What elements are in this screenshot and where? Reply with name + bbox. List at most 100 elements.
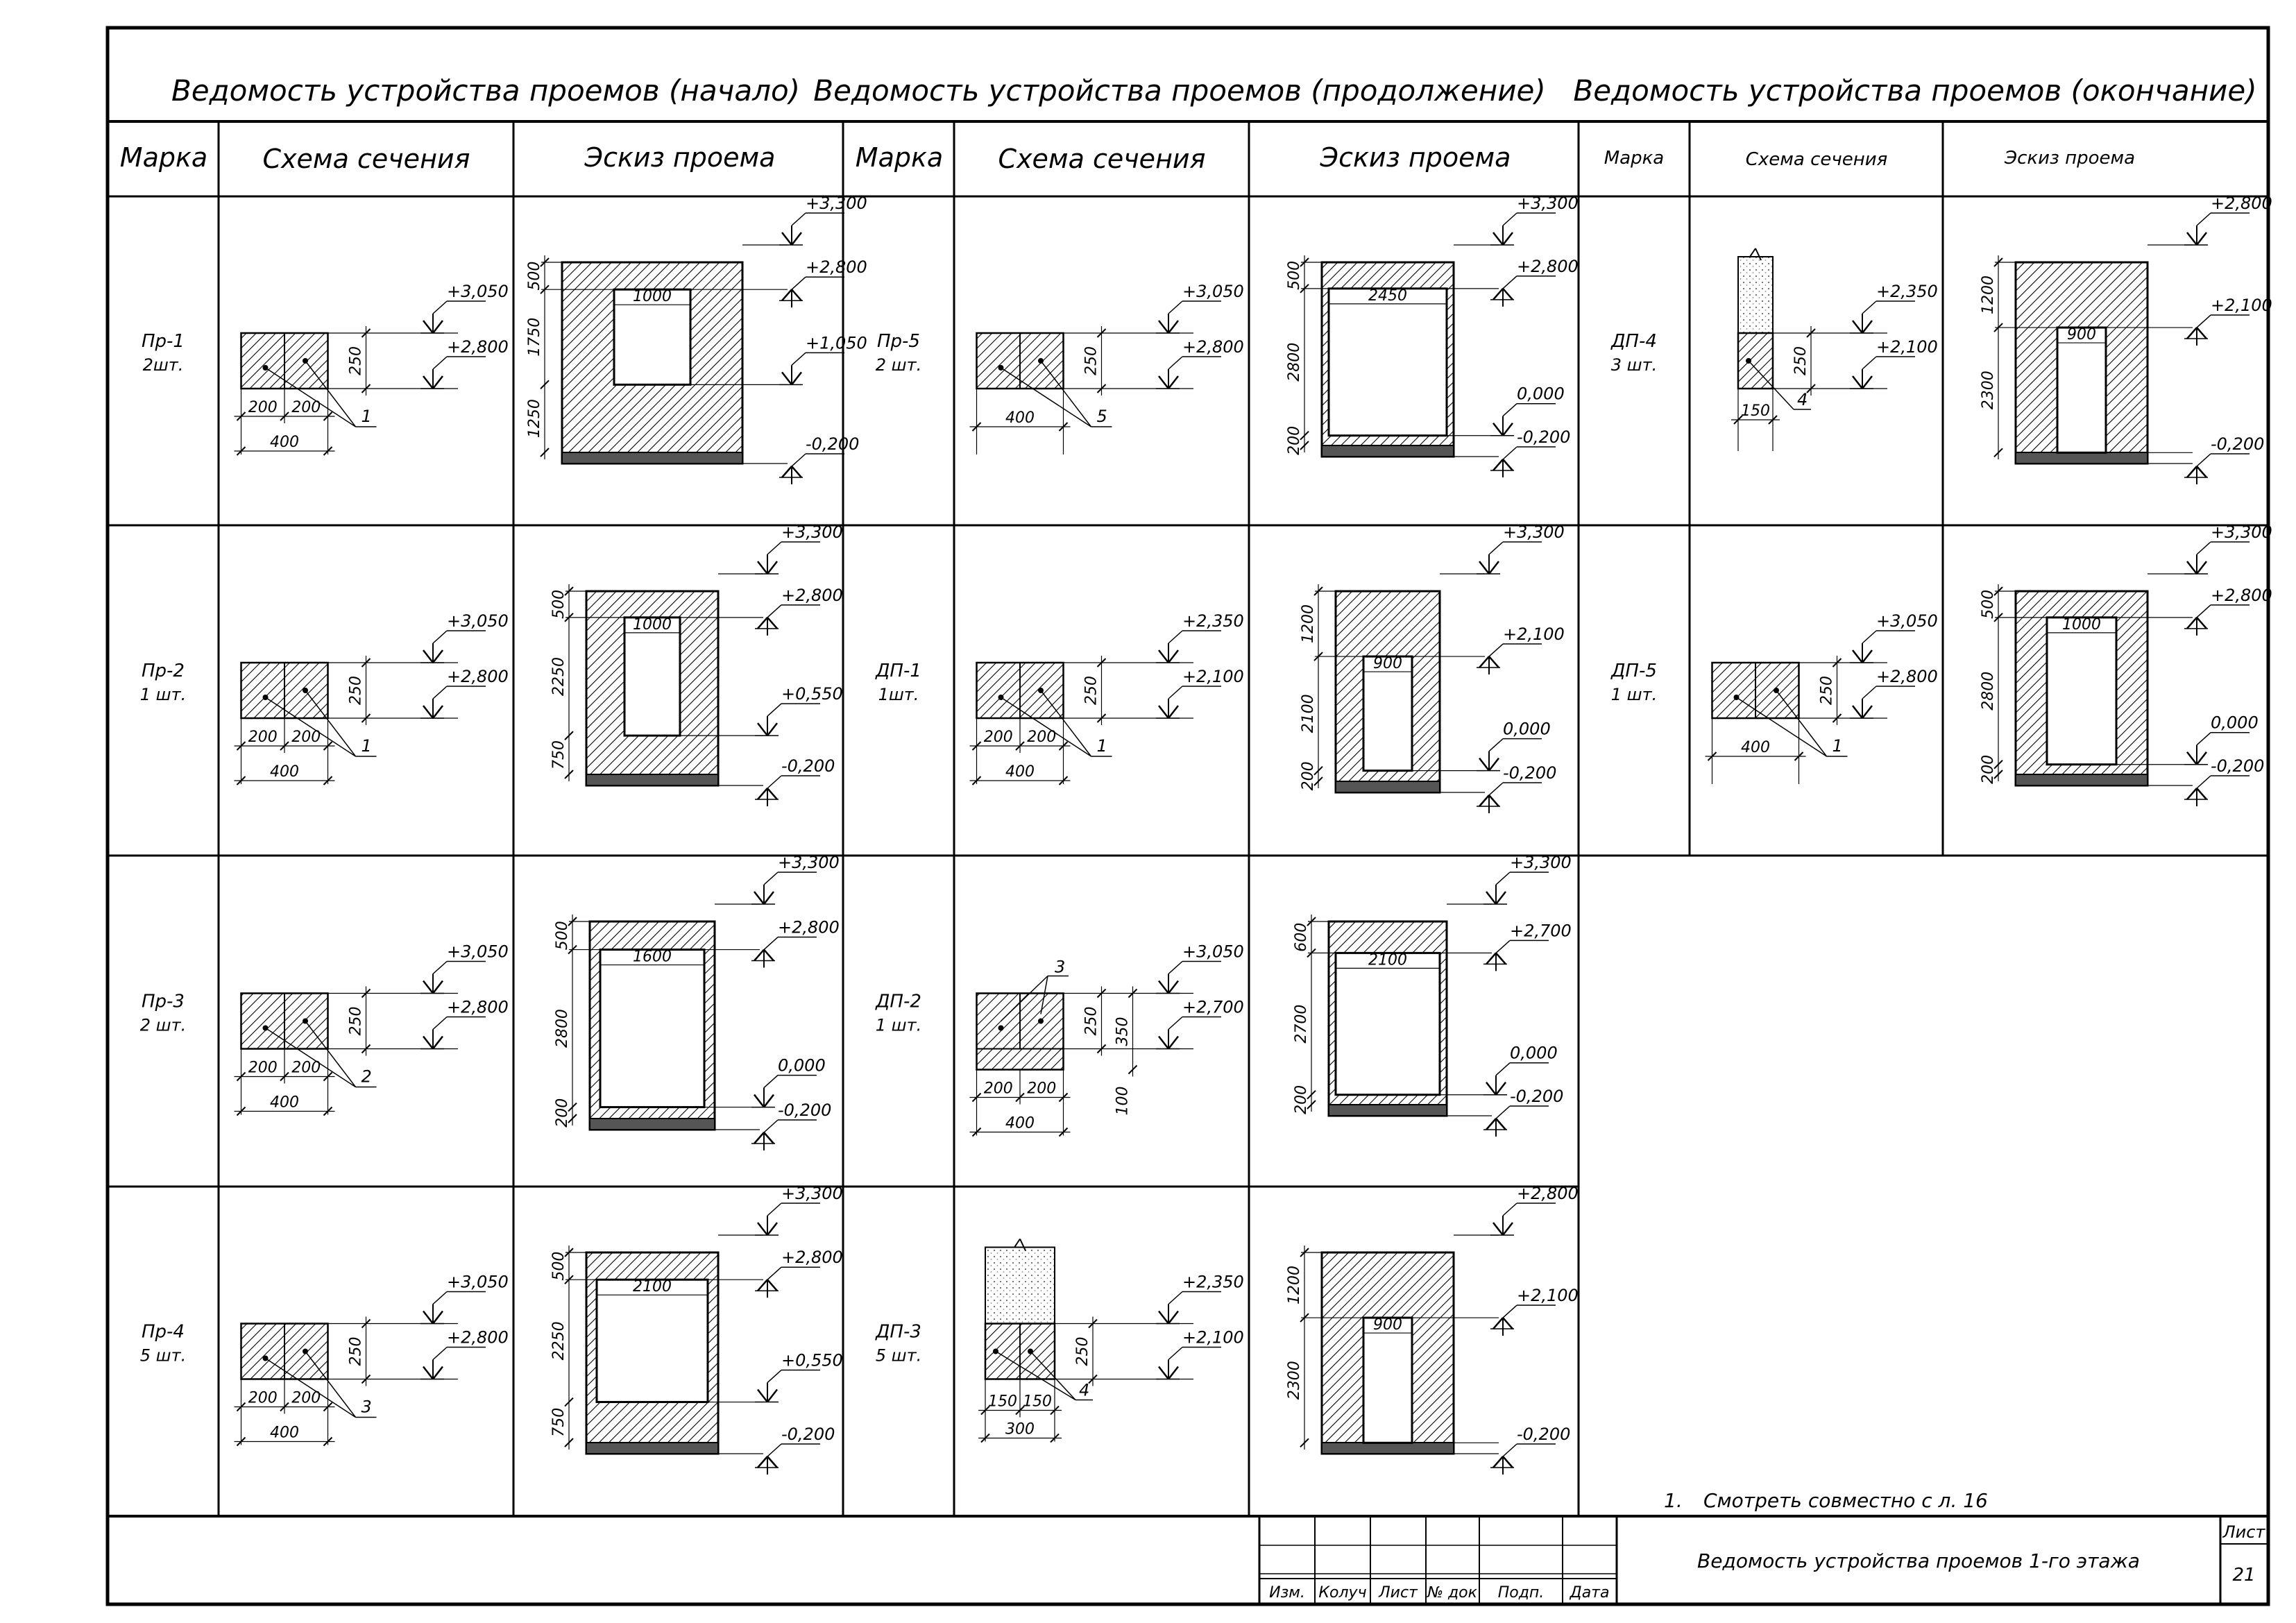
dim-tick (564, 1438, 574, 1447)
break-mark (1755, 248, 1762, 261)
section-levels: 250+2,350+2,100 (1063, 611, 1244, 725)
row-mark: Пр-1 (142, 331, 185, 352)
level-value: +3,050 (447, 1273, 509, 1292)
dim-tick (1993, 760, 2003, 770)
level-value: +2,100 (1182, 1328, 1244, 1348)
dim-tick (971, 422, 982, 432)
level-arrow (1479, 656, 1490, 668)
level-arrow (757, 1222, 768, 1236)
leader-number: 1 (362, 736, 372, 756)
level-arrow (432, 980, 443, 994)
dim-value: 150 (1741, 402, 1770, 420)
dim-tick (971, 1127, 982, 1137)
dim-tick (1832, 658, 1842, 668)
level-mark: -0,200 (1477, 763, 1556, 813)
level-arrow (1168, 375, 1179, 389)
level-arrow (757, 1279, 768, 1292)
level-arrow (423, 1035, 434, 1050)
dim-tick (236, 411, 246, 421)
dim-value: 500 (526, 262, 543, 291)
header-section-2: Схема сечения (998, 144, 1206, 174)
level-arrow (1495, 1081, 1506, 1096)
level-mark: -0,200 (2184, 434, 2264, 484)
level-shelf (767, 775, 782, 789)
dim-tick (1806, 328, 1816, 338)
level-arrow (767, 1388, 778, 1403)
level-shelf (1862, 300, 1877, 314)
leader-line (305, 690, 357, 757)
level-mark: -0,200 (751, 1101, 831, 1150)
level-mark: +2,700 (1483, 921, 1572, 971)
level-arrow (1158, 649, 1169, 663)
dim-value: 250 (1819, 676, 1836, 705)
level-arrow (754, 1132, 765, 1144)
level-mark: +3,300 (1490, 194, 1579, 246)
leader-number: 4 (1079, 1381, 1089, 1400)
level-arrow (2196, 561, 2207, 575)
level-arrow (423, 375, 434, 389)
level-mark: +2,350 (1156, 1273, 1244, 1325)
dim-tick (1307, 1100, 1316, 1110)
break-mark (1019, 1239, 1026, 1251)
dim-value: 2300 (1980, 371, 1997, 409)
level-arrow (432, 649, 443, 663)
leader-line (305, 360, 357, 427)
dim-value: 1200 (1286, 1266, 1303, 1305)
opening (1327, 287, 1448, 437)
opening (623, 616, 681, 737)
level-mark: +2,100 (1850, 337, 1938, 389)
level-shelf (432, 960, 448, 975)
dim-tick (323, 1106, 333, 1116)
dim-value: 250 (348, 1337, 365, 1366)
dim-value: 1200 (1980, 275, 1997, 314)
level-arrow (423, 320, 434, 334)
dim-tick (236, 1106, 246, 1116)
section-levels: 250+2,350+2,100 (1773, 282, 1938, 396)
leader-line (1748, 360, 1794, 410)
stamp-col-podp: Подп. (1498, 1584, 1545, 1601)
level-arrow (767, 1279, 778, 1292)
level-arrow (767, 1456, 778, 1468)
level-value: 0,000 (1510, 1044, 1558, 1063)
dim-tick (323, 1436, 333, 1447)
level-arrow (1158, 980, 1169, 994)
level-mark: +2,800 (1156, 337, 1244, 389)
level-shelf (767, 1266, 782, 1280)
dim-tick (323, 1071, 333, 1082)
level-mark: +2,700 (1156, 998, 1244, 1050)
break-mark (1014, 1238, 1021, 1248)
level-mark: +2,100 (1156, 1328, 1244, 1380)
dim-tick (236, 1436, 246, 1447)
level-value: +2,350 (1182, 611, 1244, 631)
dim-tick (280, 411, 289, 421)
level-shelf (763, 872, 779, 885)
level-value: +2,100 (1182, 667, 1244, 686)
dim-tick (323, 446, 333, 456)
level-arrow (791, 466, 802, 478)
dim-tick (1313, 776, 1323, 786)
level-shelf (767, 541, 782, 555)
level-arrow (767, 722, 778, 736)
note-text: Смотреть совместно с л. 16 (1703, 1489, 1988, 1512)
level-value: +3,300 (1510, 853, 1572, 872)
dim-tick (971, 1092, 982, 1103)
dim-value: 750 (550, 740, 568, 770)
level-arrow (1862, 649, 1873, 663)
level-mark: +2,800 (779, 257, 867, 308)
level-arrow (1168, 980, 1179, 994)
level-arrow (1479, 794, 1490, 807)
leader-line (305, 1021, 357, 1087)
dim-tick (323, 1402, 333, 1412)
level-arrow (1488, 656, 1499, 668)
section-levels: 250+3,050+2,800 (328, 942, 509, 1056)
level-arrow (1168, 320, 1179, 334)
level-arrow (423, 705, 434, 719)
dim-tick (1096, 713, 1107, 723)
level-mark: +2,800 (1490, 1184, 1579, 1236)
level-mark: +3,300 (1477, 522, 1565, 575)
dim-value: 250 (1083, 1007, 1100, 1036)
section-levels: 250+3,050+2,800 (328, 282, 509, 396)
dim-tick (1058, 776, 1069, 785)
